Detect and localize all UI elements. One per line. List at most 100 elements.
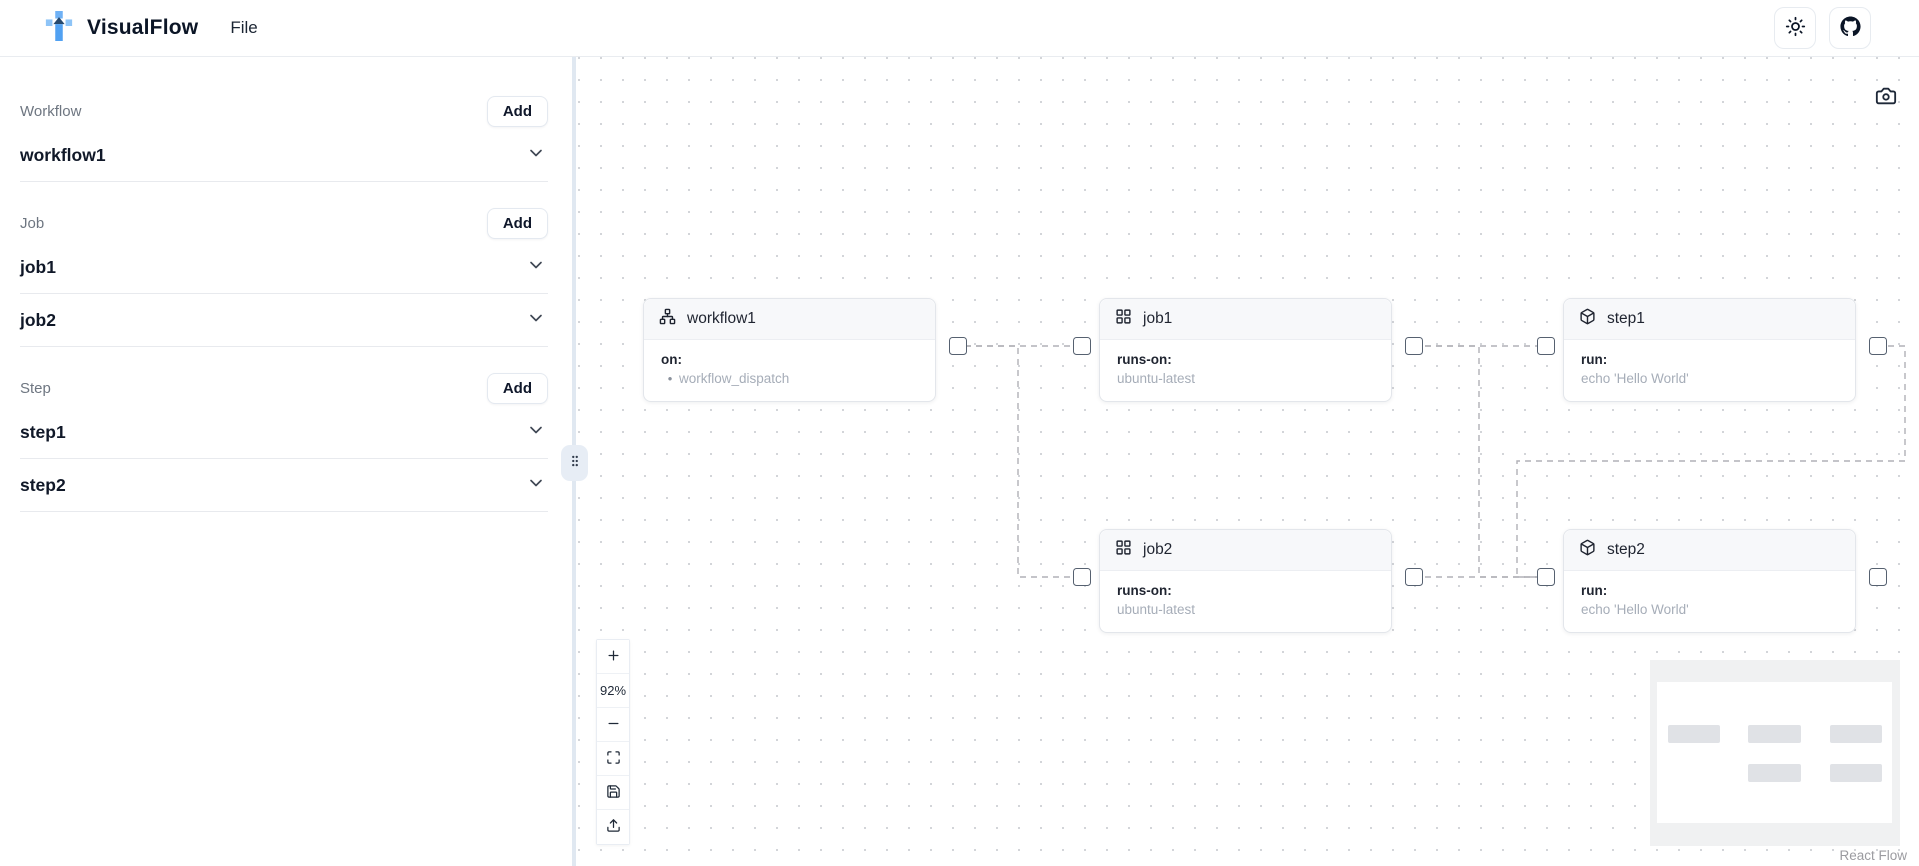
flow-canvas[interactable]: 92% React Flow workflow1 on: • workflow_dis… — [576, 57, 1919, 866]
section-header: Step Add — [20, 373, 548, 404]
chevron-down-icon — [526, 420, 546, 445]
upload-button[interactable] — [597, 810, 629, 844]
add-job-button[interactable]: Add — [486, 208, 548, 239]
node-title: job1 — [1143, 310, 1173, 327]
sidebar-item-workflow1[interactable]: workflow1 — [20, 129, 548, 182]
upload-icon — [606, 818, 621, 836]
save-icon — [606, 784, 621, 802]
handle-source-step2[interactable] — [1869, 568, 1887, 586]
screenshot-button[interactable] — [1870, 81, 1902, 113]
github-icon — [1839, 16, 1861, 40]
section-label: Step — [20, 380, 51, 397]
minus-icon — [606, 716, 621, 734]
zoom-level: 92% — [597, 674, 629, 708]
handle-source-job1[interactable] — [1405, 337, 1423, 355]
chevron-down-icon — [526, 473, 546, 498]
menu-item-file[interactable]: File — [230, 18, 258, 37]
edges-layer — [954, 345, 1906, 578]
node-title: step2 — [1607, 541, 1645, 558]
sidebar-resize-handle[interactable] — [561, 445, 588, 481]
sidebar-item-label: job2 — [20, 310, 56, 330]
fit-view-button[interactable] — [597, 742, 629, 776]
sidebar-section-job: Job Add job1 job2 — [20, 208, 548, 347]
save-button[interactable] — [597, 776, 629, 810]
handle-target-job2[interactable] — [1073, 568, 1091, 586]
section-header: Workflow Add — [20, 96, 548, 127]
section-header: Job Add — [20, 208, 548, 239]
minimap-viewport — [1657, 682, 1892, 823]
chevron-down-icon — [526, 143, 546, 168]
theme-toggle-button[interactable] — [1774, 7, 1816, 49]
field-label: run: — [1581, 352, 1608, 367]
node-body: run: echo 'Hello World' — [1564, 340, 1855, 401]
plus-icon — [606, 648, 621, 666]
brand[interactable]: VisualFlow — [44, 10, 199, 46]
handle-target-job1[interactable] — [1073, 337, 1091, 355]
zoom-out-button[interactable] — [597, 708, 629, 742]
edge-step1-step2[interactable] — [1516, 345, 1906, 578]
sidebar-item-label: step1 — [20, 422, 66, 442]
node-body: runs-on:ubuntu-latest — [1100, 340, 1391, 401]
edge-workflow1-job2[interactable] — [954, 345, 1082, 578]
sidebar-item-job1[interactable]: job1 — [20, 241, 548, 294]
reactflow-attribution[interactable]: React Flow — [1839, 848, 1907, 863]
github-link-button[interactable] — [1829, 7, 1871, 49]
minimap-node — [1748, 764, 1801, 782]
zoom-in-button[interactable] — [597, 640, 629, 674]
workflow-icon — [659, 308, 676, 330]
field-value: echo 'Hello World' — [1581, 371, 1689, 386]
node-step2[interactable]: step2 run: echo 'Hello World' — [1563, 529, 1856, 633]
sidebar-section-workflow: Workflow Add workflow1 — [20, 96, 548, 182]
edge-job1-step2[interactable] — [1414, 345, 1545, 578]
navbar: VisualFlow File — [0, 0, 1919, 57]
handle-source-workflow1[interactable] — [949, 337, 967, 355]
minimap-node — [1830, 764, 1882, 782]
grip-icon — [568, 452, 582, 475]
node-header: job2 — [1100, 530, 1391, 571]
chevron-down-icon — [526, 308, 546, 333]
handle-source-job2[interactable] — [1405, 568, 1423, 586]
sidebar-item-label: workflow1 — [20, 145, 106, 165]
node-header: step2 — [1564, 530, 1855, 571]
add-workflow-button[interactable]: Add — [486, 96, 548, 127]
canvas-controls: 92% — [596, 639, 630, 845]
sun-icon — [1785, 16, 1806, 40]
visualflow-logo-icon — [44, 10, 74, 46]
field-value: echo 'Hello World' — [1581, 602, 1689, 617]
node-job1[interactable]: job1 runs-on:ubuntu-latest — [1099, 298, 1392, 402]
node-title: workflow1 — [687, 310, 756, 327]
sidebar-item-step1[interactable]: step1 — [20, 406, 548, 459]
node-body: run: echo 'Hello World' — [1564, 571, 1855, 632]
node-step1[interactable]: step1 run: echo 'Hello World' — [1563, 298, 1856, 402]
handle-source-step1[interactable] — [1869, 337, 1887, 355]
maximize-icon — [606, 750, 621, 768]
node-header: step1 — [1564, 299, 1855, 340]
bullet-icon: • — [667, 371, 673, 386]
node-body: runs-on: ubuntu-latest — [1100, 571, 1391, 632]
camera-icon — [1875, 85, 1897, 110]
step-box-icon — [1579, 308, 1596, 330]
minimap-node — [1668, 725, 1720, 743]
chevron-down-icon — [526, 255, 546, 280]
add-step-button[interactable]: Add — [486, 373, 548, 404]
field-value: ubuntu-latest — [1117, 602, 1196, 617]
sidebar-item-step2[interactable]: step2 — [20, 459, 548, 512]
field-label: run: — [1581, 583, 1608, 598]
handle-target-step2[interactable] — [1537, 568, 1555, 586]
section-label: Job — [20, 215, 45, 232]
node-header: workflow1 — [644, 299, 935, 340]
section-label: Workflow — [20, 103, 82, 120]
field-label: on: — [661, 352, 682, 367]
handle-target-step1[interactable] — [1537, 337, 1555, 355]
brand-title: VisualFlow — [87, 16, 199, 39]
nav-actions — [1774, 7, 1871, 49]
field-label: runs-on: — [1117, 583, 1172, 598]
node-workflow1[interactable]: workflow1 on: • workflow_dispatch — [643, 298, 936, 402]
minimap[interactable] — [1650, 660, 1900, 846]
field-value: workflow_dispatch — [679, 371, 790, 386]
sidebar-item-label: step2 — [20, 475, 66, 495]
sidebar-item-job2[interactable]: job2 — [20, 294, 548, 347]
node-job2[interactable]: job2 runs-on: ubuntu-latest — [1099, 529, 1392, 633]
sidebar-item-label: job1 — [20, 257, 56, 277]
